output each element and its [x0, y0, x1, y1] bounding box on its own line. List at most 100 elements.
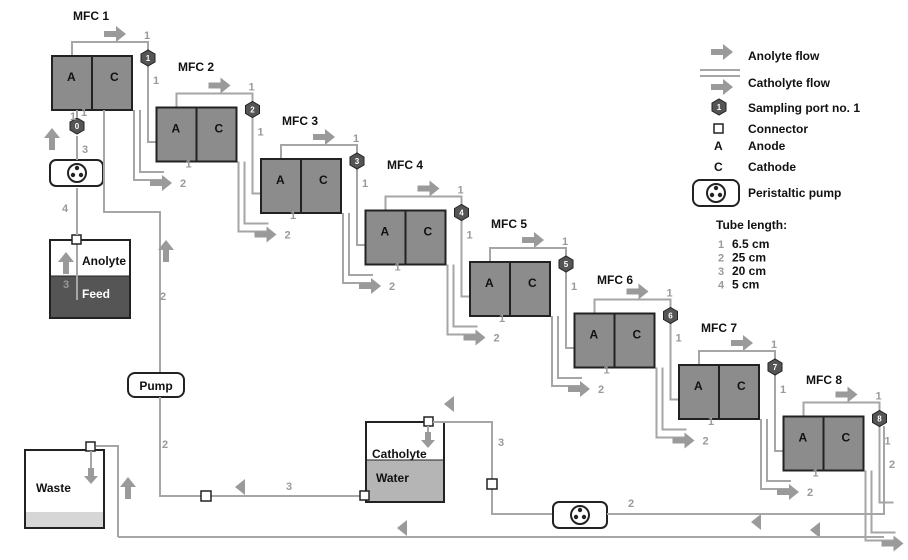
tube-label-3: 3 — [63, 279, 69, 291]
catholyte-flow-arrow — [463, 329, 486, 346]
anode-label: A — [485, 276, 494, 290]
anode-label: A — [381, 225, 390, 239]
catholyte-tube-2 — [452, 264, 478, 328]
tube-label-2: 2 — [389, 281, 395, 293]
catholyte-flow-arrow — [150, 175, 172, 191]
catholyte-top-label: Catholyte — [372, 447, 427, 461]
sampling-port-number: 5 — [564, 260, 569, 269]
sampling-port-number: 4 — [459, 209, 464, 218]
catholyte-tube-2 — [557, 316, 582, 379]
mfc-label: MFC 2 — [178, 60, 214, 74]
tube-label-1-side: 1 — [362, 178, 368, 190]
tube-label-2: 2 — [494, 333, 500, 345]
anolyte-flow-arrow — [417, 180, 440, 197]
cathode-label: C — [424, 225, 433, 239]
cathode-label: C — [842, 431, 851, 445]
tube-label-1-side: 1 — [885, 436, 891, 448]
legend-connector: Connector — [748, 122, 808, 136]
sampling-port-number: 1 — [146, 54, 151, 63]
connector-icon — [423, 416, 434, 427]
tube-label-1: 1 — [771, 339, 777, 351]
catholyte-flow-arrow — [568, 381, 590, 397]
legend-port-number: 1 — [717, 103, 722, 112]
catholyte-bottom-label: Water — [376, 471, 409, 485]
sampling-port-icon — [711, 98, 727, 116]
sampling-port-number: 8 — [877, 415, 882, 424]
cathode-label: C — [528, 276, 537, 290]
mfc-label: MFC 7 — [701, 321, 737, 335]
tube-label-1-outlet: 1 — [186, 159, 192, 171]
tube-label-1-outlet: 1 — [499, 313, 505, 325]
anolyte-flow-arrow — [104, 26, 126, 42]
tube-label-1: 1 — [144, 30, 150, 42]
catholyte-pump: Pump — [127, 372, 185, 398]
tube-label-1-outlet: 1 — [395, 262, 401, 274]
tube-length-value: 25 cm — [732, 251, 766, 265]
catholyte-tube-2 — [661, 367, 687, 431]
anode-label: A — [694, 379, 703, 393]
sampling-port-icon — [872, 409, 887, 428]
pump-label: Pump — [139, 379, 172, 393]
anolyte-tube — [802, 401, 881, 417]
anolyte-tube — [384, 195, 463, 211]
mfc-label: MFC 1 — [73, 9, 109, 23]
anolyte-flow-arrow — [522, 232, 544, 248]
tube-label-1-side: 1 — [676, 333, 682, 345]
tube-label-2: 2 — [703, 436, 709, 448]
cathode-label: C — [633, 328, 642, 342]
catholyte-flow-arrow — [359, 278, 381, 294]
tube-label-1: 1 — [562, 236, 568, 248]
tube-length-key: 3 — [718, 266, 724, 278]
tube-label-3-return: 3 — [286, 481, 292, 493]
catholyte-flow-arrow — [672, 432, 695, 449]
tube-label-1: 1 — [458, 185, 464, 197]
anolyte-tube — [175, 92, 254, 108]
tube-label-2: 2 — [285, 230, 291, 242]
reservoir-top-label: Anolyte — [82, 254, 126, 268]
tube-label-1-side: 1 — [153, 75, 159, 87]
tube-label-3b: 3 — [82, 144, 88, 156]
catholyte-tube-2 — [348, 213, 373, 276]
cathode-label: C — [110, 70, 119, 84]
anolyte-tube — [593, 298, 672, 314]
connector-icon — [486, 478, 498, 490]
tube-label-1-outlet: 1 — [290, 210, 296, 222]
sampling-port-icon — [140, 49, 156, 67]
sampling-port-icon — [349, 152, 365, 170]
catholyte-peristaltic-pump — [552, 501, 608, 529]
connector-icon — [359, 490, 370, 501]
reservoir-bottom-label: Feed — [82, 287, 110, 301]
tube-label-2: 2 — [598, 384, 604, 396]
tube-label-1-side: 1 — [258, 127, 264, 139]
mfc-label: MFC 3 — [282, 114, 318, 128]
connector-icon — [71, 234, 82, 245]
anolyte-transfer-tube — [878, 425, 894, 504]
sampling-port-number: 6 — [668, 312, 673, 321]
tube-length-key: 1 — [718, 239, 724, 251]
sampling-port-icon — [245, 100, 260, 119]
anolyte-tube — [280, 144, 358, 159]
inlet-port-number: 0 — [75, 122, 80, 131]
legend: Anolyte flow Catholyte flow 1 Sampling p… — [692, 44, 860, 292]
catholyte-tube-2 — [243, 161, 269, 225]
tube-label-1-side: 1 — [780, 384, 786, 396]
legend-catholyte-flow: Catholyte flow — [748, 76, 831, 90]
legend-sampling-port: Sampling port no. 1 — [748, 101, 860, 115]
sampling-port-number: 2 — [250, 106, 255, 115]
anode-label: A — [590, 328, 599, 342]
anolyte-tube — [71, 41, 149, 56]
tube-label-2-pump: 2 — [162, 439, 168, 451]
tube-label-1-inlet: 1 — [70, 111, 76, 123]
tube-label-2: 2 — [180, 178, 186, 190]
anolyte-flow-arrow — [731, 335, 753, 351]
anolyte-flow-arrow — [208, 77, 231, 94]
cathode-label: C — [737, 379, 746, 393]
catholyte-tube-2 — [139, 110, 164, 173]
tube-label-4: 4 — [62, 203, 69, 215]
legend-pump: Peristaltic pump — [748, 186, 841, 200]
catholyte-flow-arrow — [254, 226, 277, 243]
